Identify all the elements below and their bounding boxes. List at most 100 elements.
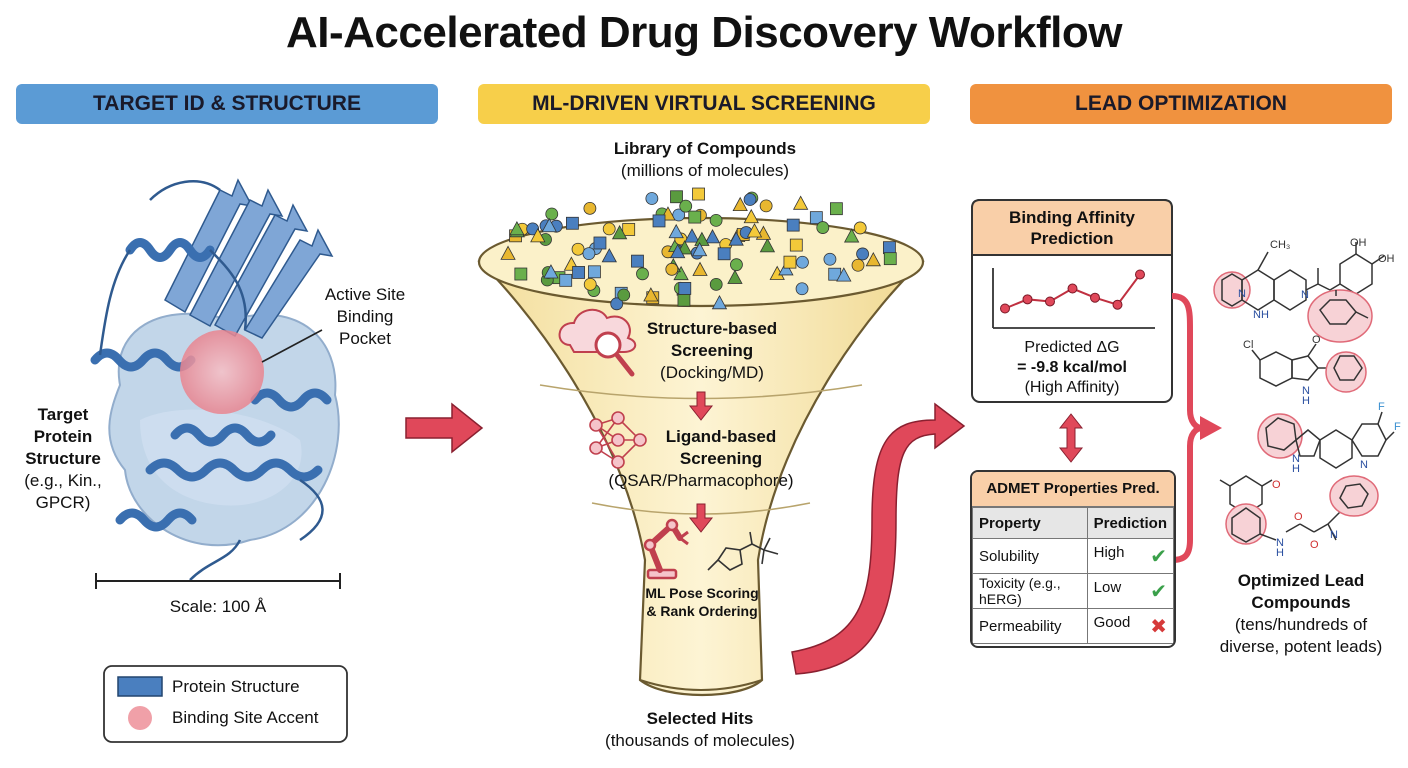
svg-text:OH: OH xyxy=(1350,237,1367,249)
library-molecule xyxy=(853,221,867,235)
cross-icon: ✖ xyxy=(1150,615,1167,638)
affinity-title-line-1: Binding Affinity xyxy=(1009,208,1135,227)
step1-subtitle: (Docking/MD) xyxy=(660,363,764,382)
step3-title-line-1: ML Pose Scoring xyxy=(645,585,759,601)
library-molecule xyxy=(786,218,800,232)
library-molecule xyxy=(601,248,617,263)
library-molecule xyxy=(727,269,743,284)
affinity-trend-point xyxy=(1135,269,1145,280)
banner-target-id: TARGET ID & STRUCTURE xyxy=(16,84,438,124)
selected-hits-label: Selected Hits (thousands of molecules) xyxy=(560,708,840,752)
check-icon: ✔ xyxy=(1150,545,1167,568)
library-subtitle: (millions of molecules) xyxy=(620,161,790,180)
library-molecule xyxy=(636,267,649,281)
lead-compound-atom-labels: CH₃ OH OH N N H N Cl O N H F F N N H O N… xyxy=(1238,237,1401,559)
active-site-label: Active Site Binding Pocket xyxy=(300,284,430,350)
step-ligand-based: Ligand-based Screening (QSAR/Pharmacopho… xyxy=(596,426,806,492)
step2-subtitle: (QSAR/Pharmacophore) xyxy=(608,471,794,490)
step2-title-line-2: Screening xyxy=(679,449,763,468)
target-protein-line-3: Structure xyxy=(25,449,101,468)
banner-lead-optimization: LEAD OPTIMIZATION xyxy=(970,84,1392,124)
library-molecule xyxy=(692,261,708,276)
leads-subtitle-line-2: diverse, potent leads) xyxy=(1219,637,1383,656)
library-molecule xyxy=(526,222,540,236)
library-molecule xyxy=(843,228,860,243)
svg-text:N: N xyxy=(1360,459,1368,471)
admet-header-row: Property Prediction xyxy=(972,507,1174,539)
library-molecule xyxy=(571,242,585,256)
affinity-title-line-2: Prediction xyxy=(1030,229,1114,248)
admet-prediction-cell: High ✔ xyxy=(1086,538,1174,574)
merge-bracket-arrow xyxy=(1171,293,1203,563)
svg-text:H: H xyxy=(1292,463,1300,475)
library-molecule xyxy=(816,221,830,234)
library-molecule xyxy=(796,255,809,269)
library-molecule xyxy=(588,265,601,279)
step-arrow-1 xyxy=(688,391,714,421)
library-molecule xyxy=(829,202,843,216)
library-molecule xyxy=(717,247,731,261)
svg-text:F: F xyxy=(1394,421,1401,433)
library-molecule xyxy=(823,252,837,266)
library-molecule xyxy=(759,238,776,253)
legend-protein-swatch xyxy=(117,676,163,697)
library-molecule xyxy=(500,245,516,260)
svg-text:N: N xyxy=(1292,453,1300,465)
svg-text:O: O xyxy=(1310,539,1319,551)
library-molecule xyxy=(836,267,852,282)
library-molecule xyxy=(545,207,559,221)
admet-panel: ADMET Properties Pred. Property Predicti… xyxy=(970,470,1176,648)
library-molecule xyxy=(691,241,708,257)
target-protein-line-1: Target xyxy=(37,405,89,424)
library-molecule xyxy=(792,195,809,210)
library-molecule xyxy=(673,265,689,281)
library-molecule xyxy=(583,277,597,291)
library-molecule xyxy=(783,255,797,269)
scale-bar xyxy=(95,573,341,589)
library-molecule xyxy=(746,223,763,238)
library-molecule xyxy=(759,199,773,213)
library-molecule xyxy=(631,254,644,268)
library-molecule xyxy=(865,251,881,267)
merge-arrow-head xyxy=(1200,416,1222,440)
library-molecule xyxy=(593,236,607,250)
step2-title-line-1: Ligand-based xyxy=(665,427,777,446)
target-protein-example-2: GPCR) xyxy=(35,493,91,512)
step1-title-line-1: Structure-based xyxy=(646,319,778,338)
double-arrow-icon xyxy=(1058,413,1084,463)
legend-binding-label: Binding Site Accent xyxy=(172,708,319,727)
library-molecule xyxy=(688,210,702,224)
admet-row-toxicity: Toxicity (e.g., hERG) Low ✔ xyxy=(972,573,1174,609)
step-ml-pose-scoring: ML Pose Scoring & Rank Ordering xyxy=(622,584,782,620)
library-molecule xyxy=(694,231,710,246)
admet-table: Property Prediction Solubility High ✔ To… xyxy=(972,507,1174,644)
neural-network-icon xyxy=(589,411,647,469)
affinity-predicted-label: Predicted ΔG xyxy=(1024,339,1120,356)
optimized-leads-label: Optimized Lead Compounds (tens/hundreds … xyxy=(1206,570,1396,658)
library-molecule xyxy=(652,214,666,228)
library-molecule xyxy=(743,208,759,224)
library-molecule xyxy=(670,243,686,259)
library-molecule xyxy=(611,224,628,240)
svg-text:O: O xyxy=(1294,511,1303,523)
svg-text:N: N xyxy=(1238,288,1246,300)
binding-affinity-header xyxy=(971,199,1173,256)
affinity-result: Predicted ΔG = -9.8 kcal/mol (High Affin… xyxy=(974,338,1170,398)
library-molecule xyxy=(543,264,559,279)
svg-text:H: H xyxy=(1261,309,1269,321)
library-molecule xyxy=(709,213,723,227)
legend-box xyxy=(103,665,348,743)
admet-property: Toxicity (e.g., hERG) xyxy=(972,573,1088,609)
admet-prediction: Good xyxy=(1093,613,1131,631)
leads-subtitle-line-1: (tens/hundreds of xyxy=(1234,615,1368,634)
check-icon: ✔ xyxy=(1150,580,1167,603)
binding-affinity-title: Binding Affinity Prediction xyxy=(974,207,1170,249)
library-molecule xyxy=(709,277,723,291)
hits-subtitle: (thousands of molecules) xyxy=(605,731,795,750)
legend-binding-swatch xyxy=(128,706,152,730)
ligand-molecule-icon xyxy=(707,531,779,571)
library-molecule xyxy=(665,262,679,276)
active-site-line-1: Active Site xyxy=(324,285,406,304)
affinity-value: = -9.8 kcal/mol xyxy=(1017,359,1127,376)
